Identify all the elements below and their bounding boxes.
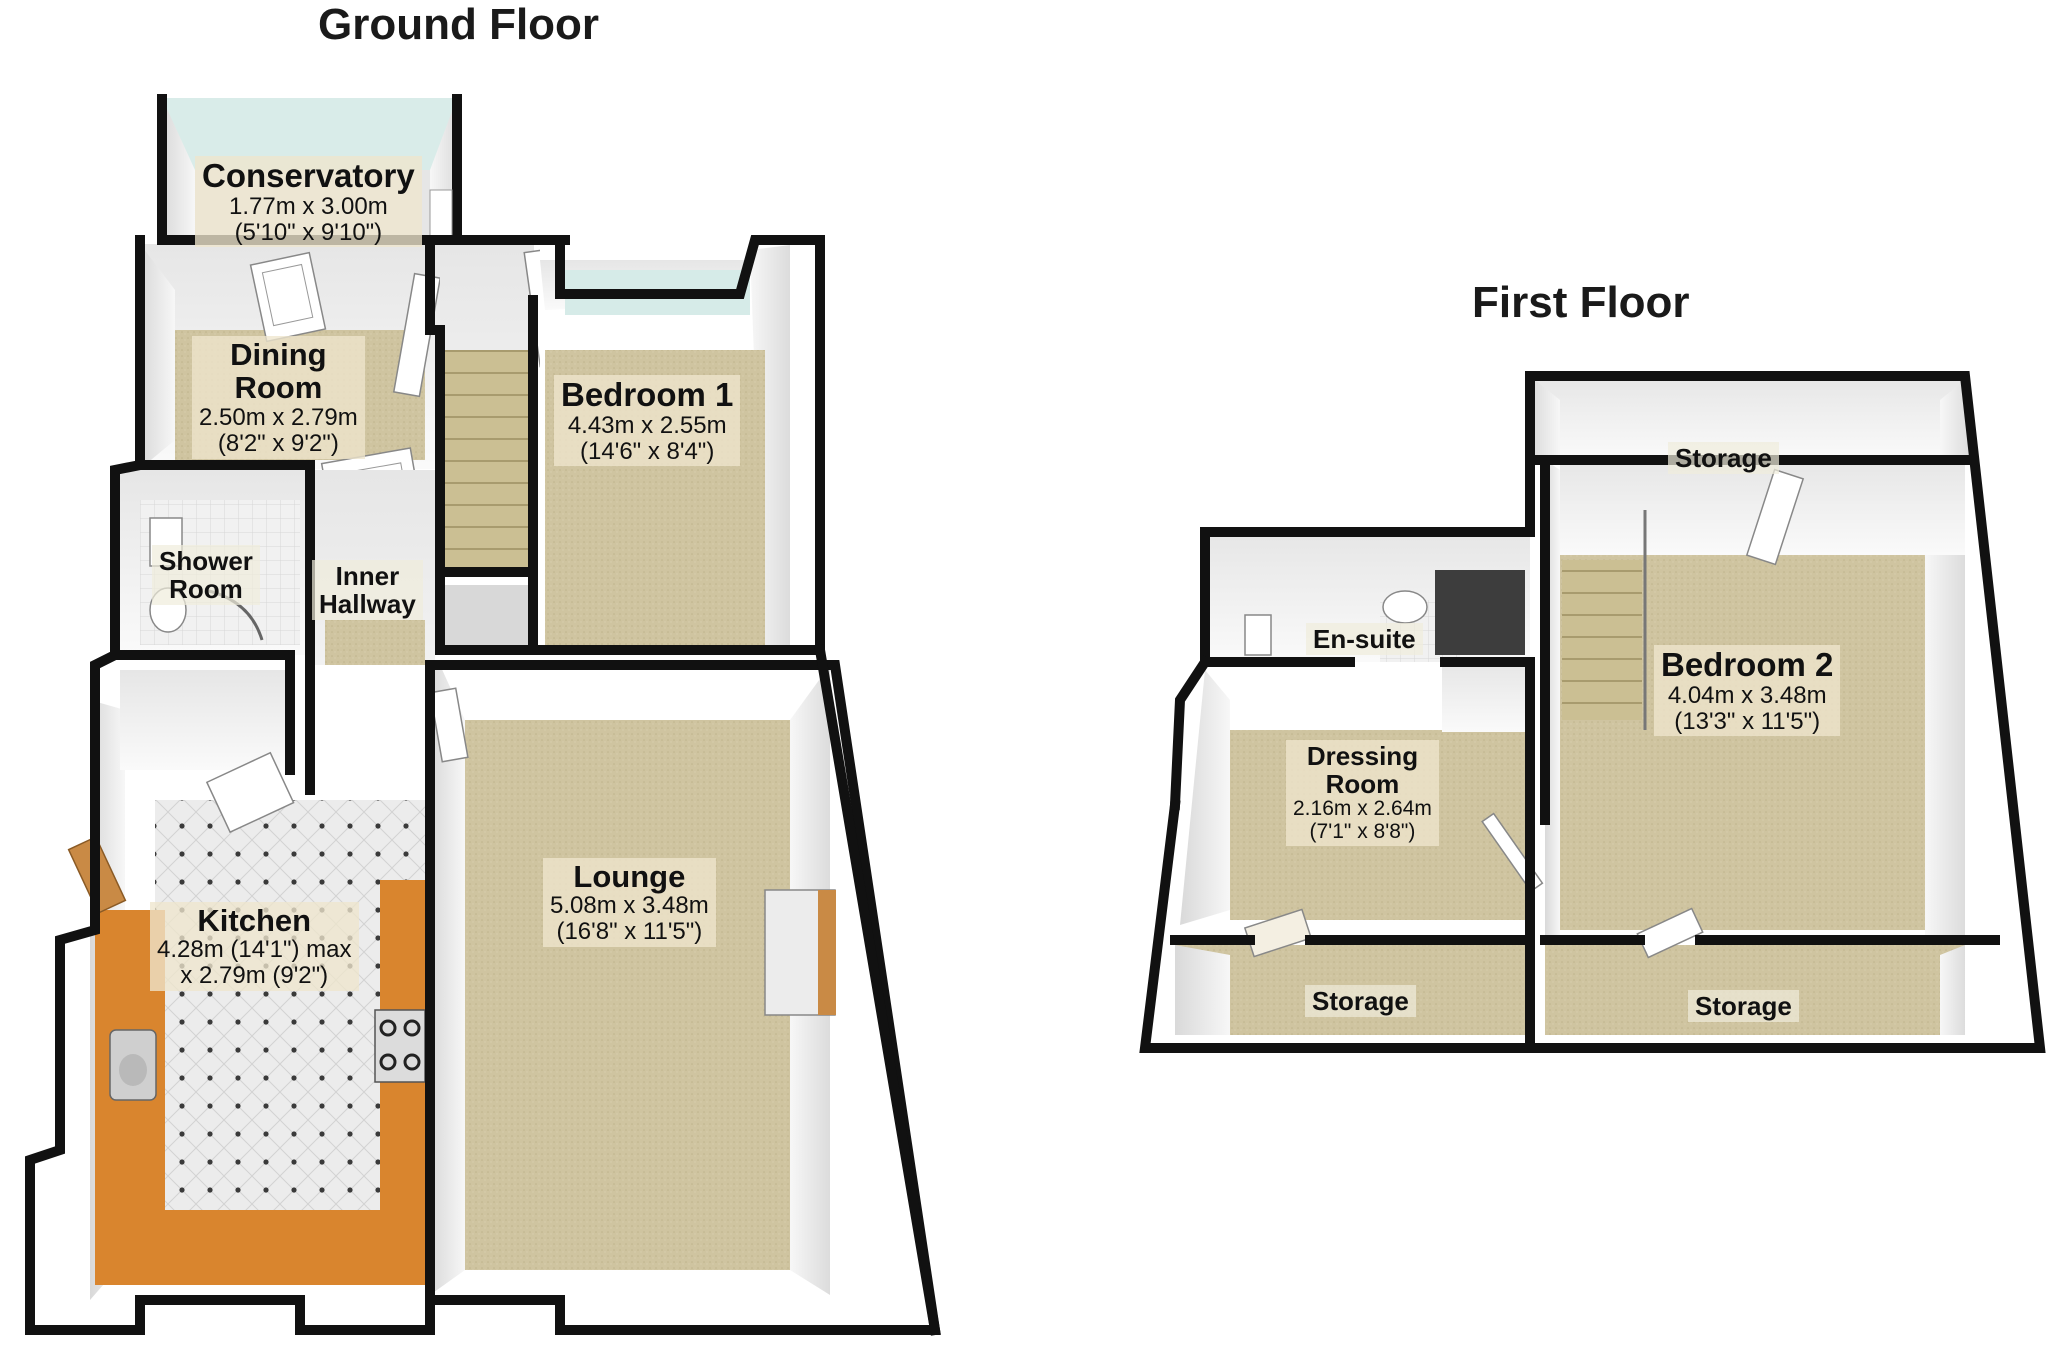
room-name: Bedroom 1 xyxy=(561,376,734,413)
room-name-line1: Dressing xyxy=(1306,741,1419,771)
bedroom-2-label: Bedroom 2 4.04m x 3.48m (13'3" x 11'5") xyxy=(1654,645,1841,737)
room-metric: 5.08m x 3.48m xyxy=(550,892,709,920)
kitchen-area xyxy=(67,665,430,1300)
ground-floor-plan xyxy=(25,94,941,1336)
room-metric: 4.43m x 2.55m xyxy=(567,411,727,439)
room-name-line2: Room xyxy=(1325,769,1400,800)
room-name: Kitchen xyxy=(197,903,312,938)
kitchen-label: Kitchen 4.28m (14'1") max x 2.79m (9'2") xyxy=(150,902,359,992)
room-metric: 1.77m x 3.00m xyxy=(229,192,388,220)
storage-bottom-left-label: Storage xyxy=(1305,985,1416,1018)
room-imperial: (13'3" x 11'5") xyxy=(1674,707,1821,735)
conservatory-label: Conservatory 1.77m x 3.00m (5'10" x 9'10… xyxy=(195,156,422,248)
dressing-room-label: Dressing Room 2.16m x 2.64m (7'1" x 8'8"… xyxy=(1286,740,1439,846)
lounge-label: Lounge 5.08m x 3.48m (16'8" x 11'5") xyxy=(543,858,716,948)
room-name: Storage xyxy=(1312,986,1409,1016)
first-floor-plan xyxy=(1139,371,2046,1053)
room-name-line1: Shower xyxy=(159,546,253,576)
storage-bottom-right-label: Storage xyxy=(1688,990,1799,1023)
room-name: Storage xyxy=(1675,443,1772,473)
room-imperial: x 2.79m (9'2") xyxy=(180,962,329,990)
room-metric: 2.50m x 2.79m xyxy=(199,403,358,431)
room-imperial: (5'10" x 9'10") xyxy=(234,218,383,246)
room-name-line1: Inner xyxy=(335,561,400,591)
room-name: En-suite xyxy=(1313,624,1416,654)
room-imperial: (8'2" x 9'2") xyxy=(217,429,339,457)
room-imperial: (16'8" x 11'5") xyxy=(556,918,703,946)
room-name-line1: Dining xyxy=(230,337,327,372)
room-name-line2: Hallway xyxy=(319,589,416,620)
ground-floor-title: Ground Floor xyxy=(318,0,600,49)
room-imperial: (7'1" x 8'8") xyxy=(1309,819,1416,843)
room-name: Bedroom 2 xyxy=(1661,646,1834,683)
shower-room-label: Shower Room xyxy=(152,545,260,606)
room-metric: 4.28m (14'1") max xyxy=(157,936,352,964)
first-floor-title: First Floor xyxy=(1472,278,1690,327)
room-name: Lounge xyxy=(573,859,686,894)
storage-top-label: Storage xyxy=(1668,442,1779,475)
room-name: Conservatory xyxy=(202,157,415,194)
room-metric: 2.16m x 2.64m xyxy=(1293,797,1432,821)
first-floor-walls xyxy=(1139,371,2046,1053)
room-name-line2: Room xyxy=(169,574,243,605)
lounge-area xyxy=(429,665,836,1295)
room-imperial: (14'6" x 8'4") xyxy=(580,437,715,465)
room-name: Storage xyxy=(1695,991,1792,1021)
inner-hallway-label: Inner Hallway xyxy=(312,560,423,621)
room-metric: 4.04m x 3.48m xyxy=(1667,681,1827,709)
ground-floor-walls xyxy=(25,235,941,1336)
bedroom-1-label: Bedroom 1 4.43m x 2.55m (14'6" x 8'4") xyxy=(554,375,741,467)
ensuite-label: En-suite xyxy=(1306,623,1423,656)
room-name-line2: Room xyxy=(234,370,323,406)
dining-room-label: Dining Room 2.50m x 2.79m (8'2" x 9'2") xyxy=(192,336,365,459)
